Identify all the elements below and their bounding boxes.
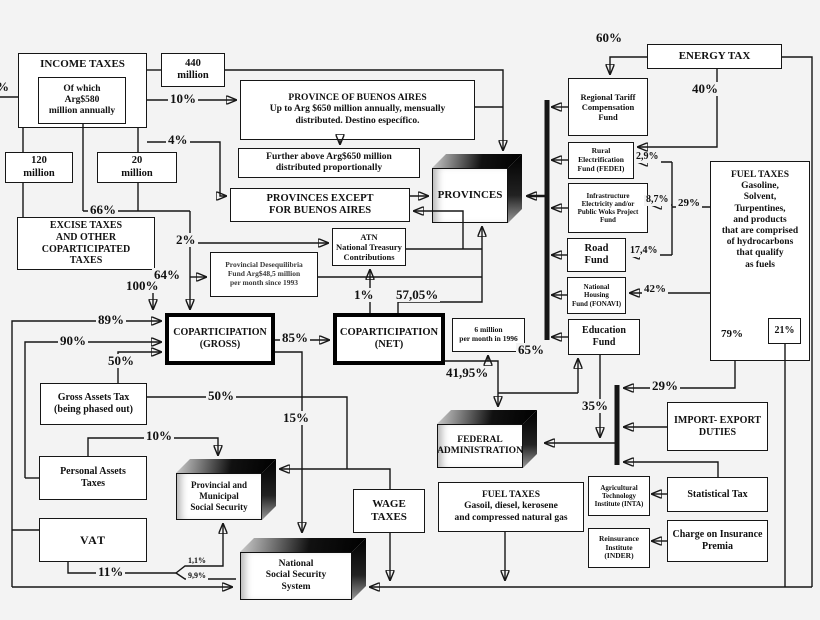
pct-fragment-label: % (0, 80, 11, 94)
pct-90-label: 90% (58, 333, 88, 348)
fuel-taxes-main-box: FUEL TAXES Gasoline, Solvent, Turpentine… (710, 161, 810, 361)
pct-64-label: 64% (152, 267, 182, 282)
provincial-municipal-ss-side-face (262, 459, 276, 520)
provinces-box-top-face (432, 154, 522, 168)
pct-17-4-label: 17,4% (628, 245, 660, 257)
pct-50-right-label: 50% (206, 388, 236, 403)
energy-tax-box: ENERGY TAX (647, 44, 782, 69)
charge-insurance-premia-box: Charge on Insurance Premia (667, 520, 768, 562)
pct-29-fuel-label: 29% (676, 197, 702, 210)
pct-11-label: 11% (96, 564, 126, 579)
income-taxes-box: INCOME TAXES Of which Arg$580 million an… (18, 53, 147, 128)
pct-5705-label: 57,05% (394, 287, 441, 302)
pct-50-gross-label: 50% (106, 353, 136, 368)
personal-assets-taxes-box: Personal Assets Taxes (39, 456, 147, 500)
road-fund-box: Road Fund (567, 238, 626, 272)
pct-100-label: 100% (124, 278, 161, 293)
pct-10-pba-label: 10% (168, 91, 198, 106)
income-taxes-inner-box: Of which Arg$580 million annually (38, 77, 126, 124)
pct-9-9-label: 9,9% (186, 571, 208, 581)
pct-8-7-label: 8,7% (644, 194, 671, 206)
fedei-fund-box: Rural Electrification Fund (FEDEI) (568, 142, 634, 179)
provinces-box-side-face (508, 154, 522, 223)
further-above-box: Further above Arg$650 million distribute… (238, 148, 420, 178)
pct-66-label: 66% (88, 202, 118, 217)
20-million-box: 20 million (97, 152, 177, 183)
national-ss-system-box: National Social Security System (240, 538, 366, 600)
pct-40-label: 40% (690, 81, 720, 96)
coparticipation-gross-box: COPARTICIPATION (GROSS) (165, 313, 275, 365)
provincial-municipal-ss-front: Provincial and Municipal Social Security (176, 473, 262, 520)
inder-box: Reinsurance Institute (INDER) (588, 528, 650, 568)
inta-box: Agricultural Technology Institute (INTA) (588, 476, 650, 516)
pct-1-1-label: 1,1% (186, 556, 208, 566)
120-million-box: 120 million (5, 152, 73, 183)
wage-taxes-box: WAGE TAXES (353, 489, 425, 533)
regional-tariff-fund-box: Regional Tariff Compensation Fund (568, 78, 648, 136)
provinces-box: PROVINCES (432, 154, 522, 223)
pct-1-label: 1% (352, 287, 376, 302)
education-fund-box: Education Fund (568, 319, 640, 355)
pct-65-label: 65% (516, 342, 546, 357)
fuel-21pct-box: 21% (768, 318, 801, 344)
pct-60-label: 60% (594, 30, 624, 45)
pct-2-label: 2% (174, 232, 198, 247)
pct-15-label: 15% (281, 410, 311, 425)
fuel-79pct-label: 79% (721, 328, 743, 340)
6-million-box: 6 million per month in 1996 (452, 318, 525, 352)
pct-4195-label: 41,95% (444, 365, 491, 380)
fuel-taxes-main-label: FUEL TAXES Gasoline, Solvent, Turpentine… (721, 170, 799, 270)
import-export-duties-box: IMPORT- EXPORT DUTIES (667, 402, 768, 451)
fuel-taxes-gasoil-box: FUEL TAXES Gasoil, diesel, kerosene and … (438, 482, 584, 532)
pct-35-label: 35% (580, 398, 610, 413)
federal-administration-side-face (523, 410, 537, 468)
vat-box: VAT (39, 518, 147, 562)
fonavi-fund-box: National Housing Fund (FONAVI) (567, 277, 626, 314)
provincial-municipal-ss-top-face (176, 459, 276, 473)
national-ss-system-front: National Social Security System (240, 552, 352, 600)
national-ss-system-top-face (240, 538, 366, 552)
federal-administration-front: FEDERAL ADMINISTRATION (437, 424, 523, 468)
infrastructure-fund-box: Infrastructure Electricity and/or Public… (568, 183, 648, 233)
pct-42-label: 42% (642, 283, 668, 296)
province-buenos-aires-box: PROVINCE OF BUENOS AIRES Up to Arg $650 … (240, 80, 475, 140)
national-ss-system-side-face (352, 538, 366, 600)
atn-box: ATN National Treasury Contributions (332, 228, 406, 266)
provincial-desequilibria-box: Provincial Desequilibria Fund Arg$48,5 m… (210, 252, 318, 297)
pct-4-label: 4% (166, 132, 190, 147)
coparticipation-net-box: COPARTICIPATION (NET) (333, 313, 445, 365)
pct-89-label: 89% (96, 312, 126, 327)
provinces-except-ba-box: PROVINCES EXCEPT FOR BUENOS AIRES (230, 188, 410, 222)
pct-29-ie-label: 29% (650, 378, 680, 393)
pct-2-9-label: 2,9% (634, 151, 661, 163)
federal-administration-box: FEDERAL ADMINISTRATION (437, 410, 537, 468)
provincial-municipal-ss-box: Provincial and Municipal Social Security (176, 459, 276, 520)
pct-85-label: 85% (280, 330, 310, 345)
440-million-box: 440 million (161, 53, 225, 87)
statistical-tax-box: Statistical Tax (667, 477, 768, 512)
federal-administration-top-face (437, 410, 537, 424)
excise-taxes-box: EXCISE TAXES AND OTHER COPARTICIPATED TA… (17, 217, 155, 270)
income-taxes-label: INCOME TAXES (40, 58, 125, 70)
gross-assets-tax-box: Gross Assets Tax (being phased out) (40, 383, 147, 425)
provinces-box-front: PROVINCES (432, 168, 508, 223)
pct-10-personal-label: 10% (144, 428, 174, 443)
